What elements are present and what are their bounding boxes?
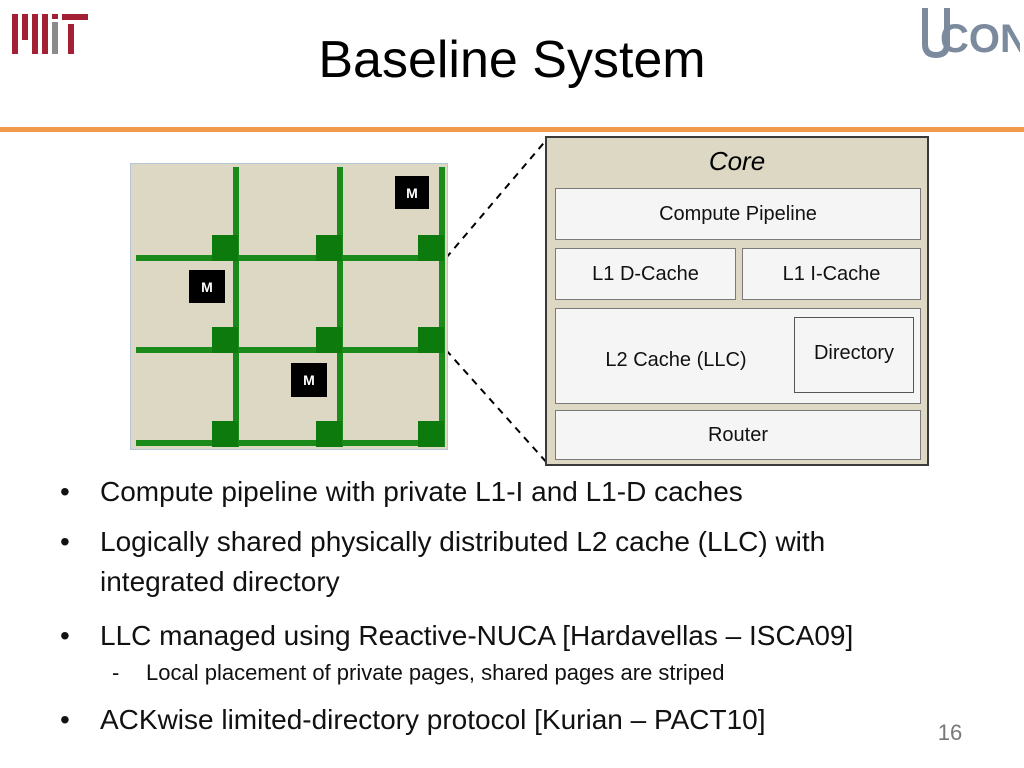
routers bbox=[212, 235, 444, 447]
bullet-item: • Logically shared physically distribute… bbox=[60, 522, 960, 602]
router-block: Router bbox=[555, 410, 921, 460]
memory-controller: M bbox=[395, 176, 429, 209]
bullet-dot-icon: • bbox=[60, 476, 70, 507]
compute-pipeline-block: Compute Pipeline bbox=[555, 188, 921, 240]
bullet-text: LLC managed using Reactive-NUCA [Hardave… bbox=[100, 620, 854, 651]
connector-line-top bbox=[445, 137, 549, 259]
svg-text:M: M bbox=[201, 279, 213, 295]
l2-cache-block: L2 Cache (LLC) Directory bbox=[555, 308, 921, 404]
memory-controller: M bbox=[189, 270, 225, 303]
l1-icache-block: L1 I-Cache bbox=[742, 248, 921, 300]
connector-line-bottom bbox=[445, 349, 549, 465]
svg-text:M: M bbox=[406, 185, 418, 201]
sub-bullet-text: Local placement of private pages, shared… bbox=[146, 660, 725, 685]
bullet-dot-icon: • bbox=[60, 620, 70, 651]
mit-logo bbox=[12, 14, 88, 54]
uconn-logo: CONN bbox=[922, 8, 1020, 60]
page-number: 16 bbox=[937, 720, 963, 745]
bullet-item: • Compute pipeline with private L1-I and… bbox=[60, 472, 960, 512]
network-links bbox=[136, 167, 445, 447]
svg-text:M: M bbox=[303, 372, 315, 388]
bullet-dot-icon: • bbox=[60, 704, 70, 735]
bullet-list: • Compute pipeline with private L1-I and… bbox=[60, 472, 960, 740]
core-detail-box: Core Compute Pipeline L1 D-Cache L1 I-Ca… bbox=[545, 136, 929, 466]
sub-bullet-item: - Local placement of private pages, shar… bbox=[60, 658, 960, 688]
uconn-logo-text: CONN bbox=[940, 17, 1020, 60]
bullet-text: ACKwise limited-directory protocol [Kuri… bbox=[100, 704, 766, 735]
multicore-grid: M M M bbox=[130, 163, 448, 450]
memory-controller: M bbox=[291, 363, 327, 397]
directory-block: Directory bbox=[794, 317, 914, 393]
title-divider bbox=[0, 127, 1024, 132]
bullet-item: • ACKwise limited-directory protocol [Ku… bbox=[60, 700, 960, 740]
bullet-dot-icon: • bbox=[60, 526, 70, 557]
bullet-text: Logically shared physically distributed … bbox=[100, 526, 826, 597]
bullet-item: • LLC managed using Reactive-NUCA [Harda… bbox=[60, 616, 960, 656]
sub-bullet-dash-icon: - bbox=[112, 660, 120, 685]
l1-dcache-block: L1 D-Cache bbox=[555, 248, 736, 300]
l2-cache-label: L2 Cache (LLC) bbox=[605, 349, 747, 371]
bullet-text: Compute pipeline with private L1-I and L… bbox=[100, 476, 743, 507]
slide-title: Baseline System bbox=[318, 31, 706, 89]
core-title: Core bbox=[708, 146, 766, 176]
